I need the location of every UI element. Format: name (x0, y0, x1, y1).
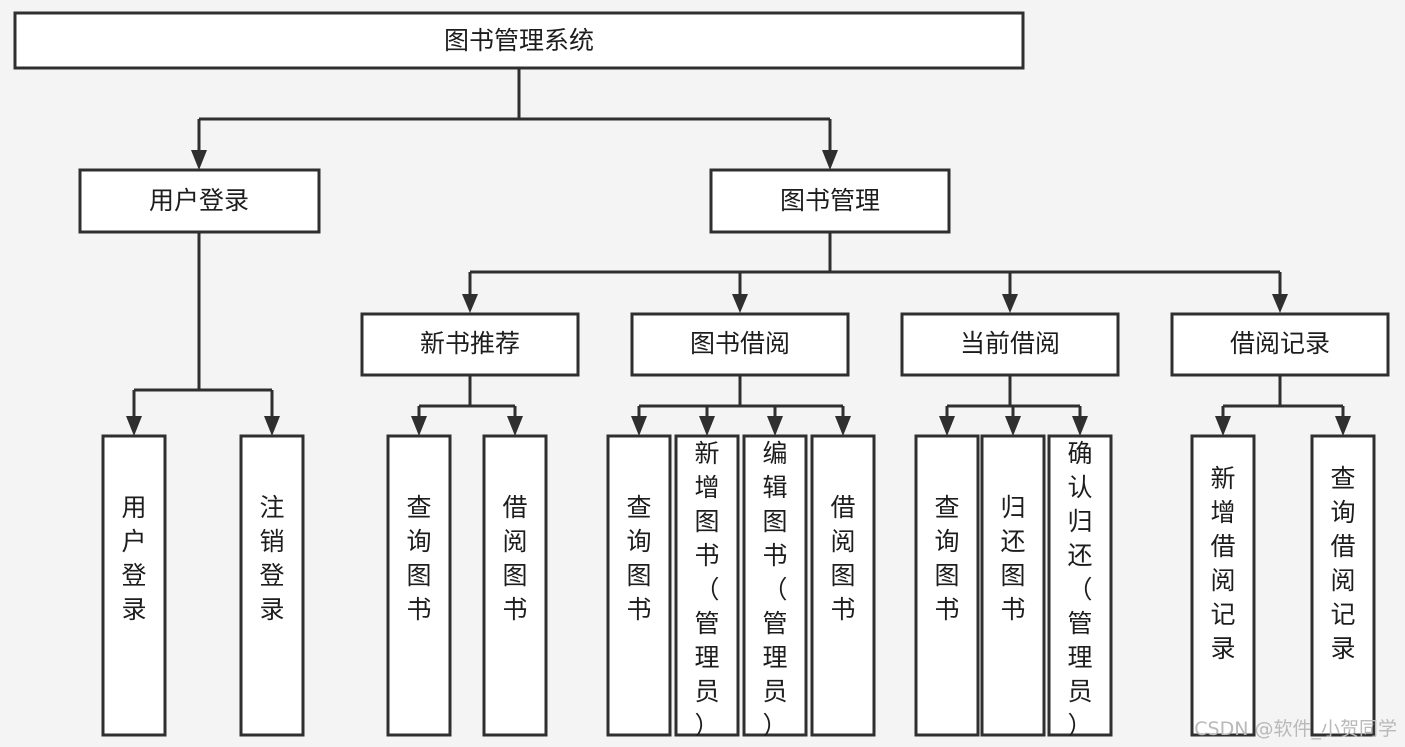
arrow-book-borrow-leaf-2 (699, 416, 715, 436)
arrow-root-to-book-manage (822, 150, 838, 170)
leaf-book-borrow-4-label: 借阅图书 (830, 493, 855, 624)
leaf-new-book-1-label: 查询图书 (406, 493, 431, 624)
leaf-current-borrow-2[interactable]: 归还图书 (980, 434, 1046, 737)
node-root-label: 图书管理系统 (444, 26, 594, 55)
arrow-book-borrow-leaf-3 (767, 416, 783, 436)
leaf-borrow-record-1[interactable]: 新增借阅记录 (1190, 434, 1256, 737)
leaf-current-borrow-1[interactable]: 查询图书 (914, 434, 980, 737)
leaf-user-login-2-label: 注销登录 (259, 493, 284, 624)
node-current-borrow-label: 当前借阅 (960, 329, 1060, 358)
leaf-current-borrow-3[interactable]: 确认归还（管理员） (1047, 434, 1113, 740)
arrow-borrow-record-leaf-2 (1335, 416, 1351, 436)
arrow-user-login-leaf-2 (264, 416, 280, 436)
node-borrow-record[interactable]: 借阅记录 (1170, 312, 1390, 377)
connector-layer (126, 68, 1351, 436)
leaf-new-book-2-label: 借阅图书 (502, 493, 527, 624)
node-new-book-recommend[interactable]: 新书推荐 (360, 312, 580, 377)
leaf-book-borrow-1-label: 查询图书 (626, 493, 651, 624)
arrow-current-borrow-leaf-3 (1072, 416, 1088, 436)
arrow-borrow-record-leaf-1 (1215, 416, 1231, 436)
node-current-borrow[interactable]: 当前借阅 (900, 312, 1120, 377)
leaf-book-borrow-2[interactable]: 新增图书（管理员） (674, 434, 740, 740)
leaf-user-login-2[interactable]: 注销登录 (239, 434, 305, 737)
leaf-book-borrow-4[interactable]: 借阅图书 (810, 434, 876, 737)
leaf-book-borrow-3-label: 编辑图书（管理员） (762, 439, 787, 740)
node-borrow-record-label: 借阅记录 (1230, 329, 1330, 358)
arrow-root-to-user-login (191, 150, 207, 170)
leaf-current-borrow-2-label: 归还图书 (1000, 493, 1025, 624)
arrow-new-book-leaf-1 (411, 416, 427, 436)
arrow-current-borrow-leaf-1 (939, 416, 955, 436)
leaf-book-borrow-3[interactable]: 编辑图书（管理员） (742, 434, 808, 740)
leaf-borrow-record-1-label: 新增借阅记录 (1210, 464, 1235, 663)
node-book-manage-label: 图书管理 (780, 186, 880, 215)
arrow-to-current-borrow (1002, 294, 1018, 313)
arrow-user-login-leaf-1 (126, 416, 142, 436)
csdn-watermark: CSDN @软件_小贺同学 (1194, 718, 1397, 740)
node-new-book-recommend-label: 新书推荐 (420, 329, 520, 358)
node-book-borrow-label: 图书借阅 (690, 329, 790, 358)
node-user-login[interactable]: 用户登录 (78, 168, 321, 234)
arrow-book-borrow-leaf-4 (835, 416, 851, 436)
node-book-borrow[interactable]: 图书借阅 (630, 312, 850, 377)
node-root[interactable]: 图书管理系统 (13, 11, 1025, 70)
arrow-to-new-book (462, 294, 478, 313)
leaf-borrow-record-2[interactable]: 查询借阅记录 (1310, 434, 1376, 737)
leaf-new-book-2[interactable]: 借阅图书 (482, 434, 548, 737)
leaf-user-login-1[interactable]: 用户登录 (101, 434, 167, 737)
arrow-new-book-leaf-2 (507, 416, 523, 436)
node-user-login-label: 用户登录 (149, 186, 249, 215)
arrow-book-borrow-leaf-1 (631, 416, 647, 436)
leaf-book-borrow-1[interactable]: 查询图书 (606, 434, 672, 737)
leaf-borrow-record-2-label: 查询借阅记录 (1330, 464, 1355, 663)
leaf-current-borrow-1-label: 查询图书 (934, 493, 959, 624)
leaf-book-borrow-2-label: 新增图书（管理员） (694, 439, 719, 740)
arrow-current-borrow-leaf-2 (1005, 416, 1021, 436)
arrow-to-borrow-record (1272, 294, 1288, 313)
leaf-new-book-1[interactable]: 查询图书 (386, 434, 452, 737)
node-book-manage[interactable]: 图书管理 (709, 168, 951, 234)
leaf-current-borrow-3-label: 确认归还（管理员） (1067, 439, 1092, 740)
leaf-user-login-1-label: 用户登录 (121, 493, 146, 624)
arrow-to-book-borrow (732, 294, 748, 313)
